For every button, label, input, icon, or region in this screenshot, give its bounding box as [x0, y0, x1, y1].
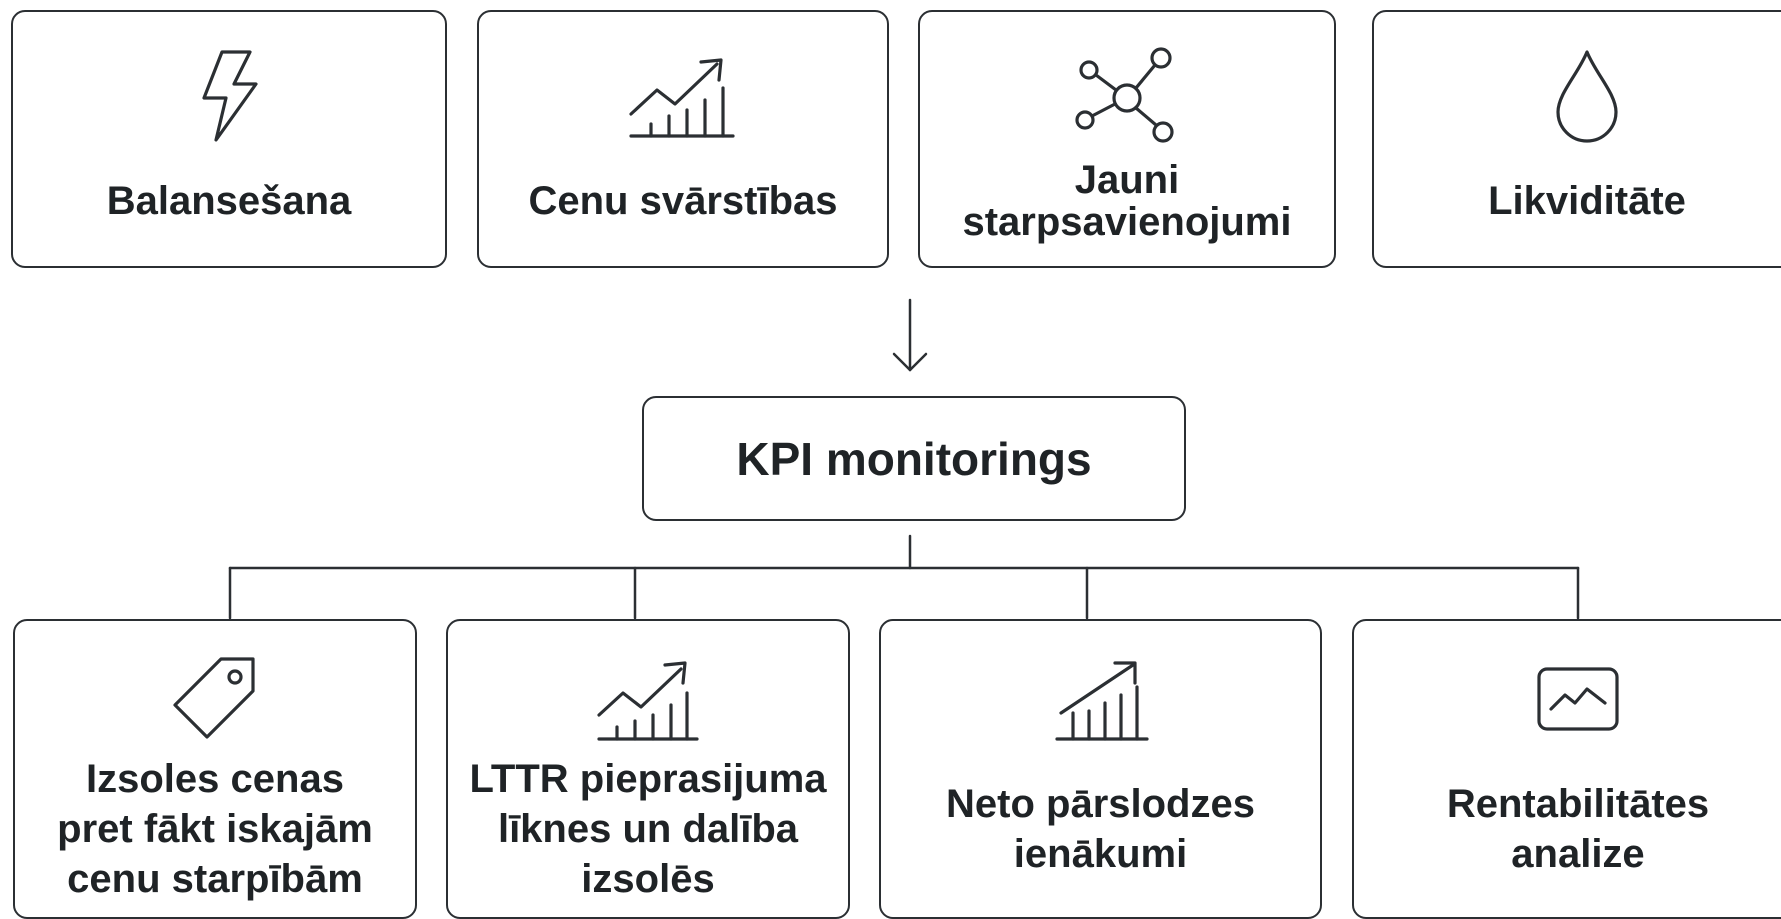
- top-card-label: Jauni starpsavienojumi: [962, 158, 1292, 244]
- rising-chart-icon: [627, 46, 739, 146]
- top-card-balancing: Balansešana: [11, 10, 447, 268]
- bar-chart-arrow-icon: [1053, 651, 1149, 747]
- bottom-card-net-congestion-income: Neto pārslodzes ienākumi: [879, 619, 1322, 919]
- drop-icon: [1552, 46, 1622, 146]
- bottom-card-label: LTTR pieprasijuma līknes un dalība izsol…: [469, 757, 827, 901]
- top-card-new-interconnectors: Jauni starpsavienojumi: [918, 10, 1336, 268]
- top-card-label: Likviditāte: [1488, 179, 1686, 223]
- price-tag-icon: [169, 651, 261, 747]
- bottom-card-label: Izsoles cenas pret fākt iskajām cenu sta…: [57, 757, 373, 901]
- lightning-bolt-icon: [194, 46, 264, 146]
- down-arrow-head: [892, 352, 928, 372]
- monitor-chart-icon: [1535, 651, 1621, 747]
- top-card-label: Cenu svārstības: [528, 179, 838, 223]
- bottom-card-lttr-demand: LTTR pieprasijuma līknes un dalība izsol…: [446, 619, 850, 919]
- bottom-card-label: Rentabilitātes analize: [1446, 782, 1710, 876]
- kpi-monitoring-label: KPI monitorings: [736, 432, 1092, 485]
- top-card-label: Balansešana: [106, 179, 352, 223]
- top-card-liquidity: Likviditāte: [1372, 10, 1781, 268]
- network-nodes-icon: [1071, 46, 1183, 146]
- bottom-card-label: Neto pārslodzes ienākumi: [946, 782, 1255, 876]
- rising-chart-icon: [595, 651, 701, 747]
- top-card-price-volatility: Cenu svārstības: [477, 10, 889, 268]
- kpi-monitoring-box: KPI monitorings: [642, 396, 1186, 521]
- bottom-card-profitability-analysis: Rentabilitātes analize: [1352, 619, 1781, 919]
- bottom-card-auction-prices: Izsoles cenas pret fākt iskajām cenu sta…: [13, 619, 417, 919]
